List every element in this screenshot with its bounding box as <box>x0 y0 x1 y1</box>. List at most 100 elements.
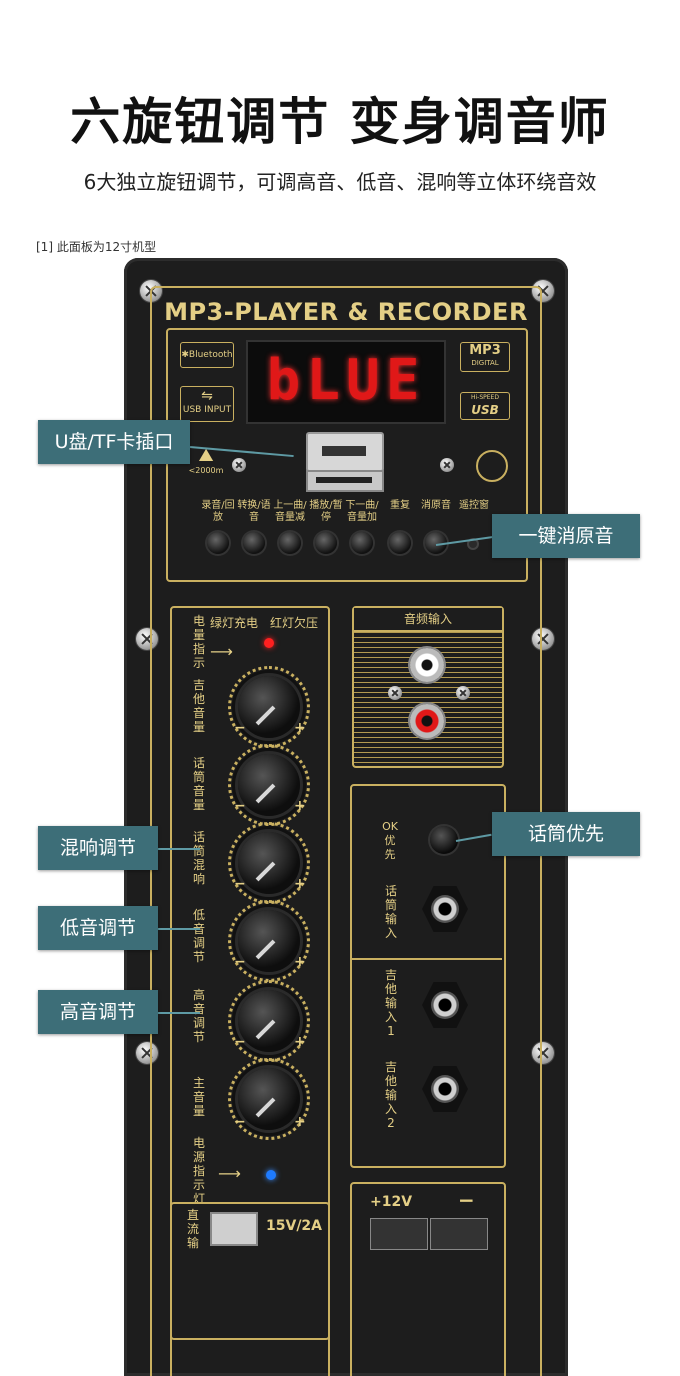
button-label-record: 录音/回放 <box>201 500 235 523</box>
screw-icon <box>456 686 470 700</box>
guitar-volume-knob[interactable] <box>238 676 300 738</box>
bass-knob[interactable] <box>238 910 300 972</box>
knob-scale <box>228 1058 310 1140</box>
dc-jack[interactable] <box>210 1212 258 1246</box>
mountain-icon: ⛰ <box>198 445 214 466</box>
mp3-logo: MP3 DIGITAL <box>460 342 510 372</box>
minus-sign: − <box>234 798 246 814</box>
mic-reverb-knob[interactable] <box>238 832 300 894</box>
altitude-text: <2000m <box>188 466 224 475</box>
rca-white-jack[interactable] <box>410 648 444 682</box>
ok-priority-label: OK优先 <box>382 820 398 861</box>
positive-terminal[interactable] <box>370 1218 428 1250</box>
guitar-input-1-label: 吉他输入1 <box>384 968 397 1038</box>
knob-label-bass: 低音调节 <box>192 908 205 964</box>
next-button[interactable] <box>351 532 373 554</box>
plus-12v-label: +12V <box>370 1194 413 1210</box>
button-label-next: 下一曲/音量加 <box>345 500 379 523</box>
knob-module <box>170 606 330 1340</box>
hispeed-usb-logo: Hi-SPEED USB <box>460 392 510 420</box>
screw-icon <box>388 686 402 700</box>
power-led <box>266 1170 276 1180</box>
bluetooth-logo: ✱Bluetooth <box>180 342 234 368</box>
divider <box>352 958 502 960</box>
screw-icon <box>440 458 454 472</box>
remote-window <box>469 540 477 548</box>
minus-sign: − <box>234 876 246 892</box>
plus-sign: + <box>294 876 306 892</box>
led-display: bLUE <box>246 340 446 424</box>
mode-button[interactable] <box>243 532 265 554</box>
tf-card-slot[interactable] <box>306 470 384 492</box>
screw-icon <box>532 628 554 650</box>
minus-sign: − <box>234 1034 246 1050</box>
arrow-right-icon: ⟶ <box>218 1164 241 1183</box>
screw-icon <box>136 628 158 650</box>
repeat-button[interactable] <box>389 532 411 554</box>
knob-label-mic-reverb: 话筒混响 <box>192 830 205 886</box>
minus-sign: − <box>234 954 246 970</box>
minus-terminal-label: − <box>458 1188 475 1212</box>
bluetooth-text: Bluetooth <box>188 350 233 360</box>
battery-terminal-module <box>350 1182 506 1376</box>
altitude-logo: ⛰ <2000m <box>180 446 232 480</box>
battery-led <box>264 638 274 648</box>
usb-icon: ⇋ <box>201 388 213 404</box>
usb-text: USB <box>471 403 499 417</box>
bluetooth-icon: ✱ <box>181 350 189 360</box>
display-text: bLUE <box>266 348 426 413</box>
negative-terminal[interactable] <box>430 1218 488 1250</box>
rca-red-jack[interactable] <box>410 704 444 738</box>
plus-sign: + <box>294 1034 306 1050</box>
arrow-right-icon: ⟶ <box>210 642 233 661</box>
callout-vocal-remove: 一键消原音 <box>492 514 640 558</box>
minus-sign: − <box>234 1114 246 1130</box>
callout-treble: 高音调节 <box>38 990 158 1034</box>
input-jack-module <box>350 784 506 1168</box>
dc-label: 直流输 <box>186 1208 199 1250</box>
play-pause-button[interactable] <box>315 532 337 554</box>
minus-sign: − <box>234 720 246 736</box>
guitar-input-2-label: 吉他输入2 <box>384 1060 397 1130</box>
audio-input-module: 音频输入 <box>352 606 504 768</box>
plus-sign: + <box>294 720 306 736</box>
battery-label: 电量指示 <box>192 614 205 670</box>
brand-text: MP3-PLAYER & RECORDER <box>164 298 528 326</box>
knob-label-treble: 高音调节 <box>192 988 205 1044</box>
mic-input-jack[interactable] <box>422 886 468 932</box>
callout-usb-tf: U盘/TF卡插口 <box>38 420 190 464</box>
treble-knob[interactable] <box>238 990 300 1052</box>
page-title: 六旋钮调节 变身调音师 <box>70 93 610 151</box>
screw-icon <box>136 1042 158 1064</box>
plus-sign: + <box>294 954 306 970</box>
record-button[interactable] <box>207 532 229 554</box>
callout-reverb: 混响调节 <box>38 826 158 870</box>
prev-button[interactable] <box>279 532 301 554</box>
mic-input-label: 话筒输入 <box>384 884 397 940</box>
master-volume-knob[interactable] <box>238 1068 300 1130</box>
button-label-mode: 转换/语音 <box>237 500 271 523</box>
button-label-vocal-remove: 消原音 <box>421 500 451 511</box>
knob-label-master-volume: 主音量 <box>192 1076 205 1118</box>
usb-input-logo: ⇋USB INPUT <box>180 386 234 422</box>
button-label-remote: 遥控窗 <box>459 500 489 511</box>
callout-mic-priority: 话筒优先 <box>492 812 640 856</box>
recycle-icon <box>476 450 508 482</box>
power-indicator-label: 电源指示灯 <box>192 1136 205 1206</box>
knob-label-mic-volume: 话筒音量 <box>192 756 205 812</box>
usb-port[interactable] <box>306 432 384 472</box>
screw-icon <box>232 458 246 472</box>
hispeed-text: Hi-SPEED <box>471 394 499 401</box>
button-label-play: 播放/暂停 <box>309 500 343 523</box>
page-subtitle: 6大独立旋钮调节，可调高音、低音、混响等立体环绕音效 <box>83 170 597 194</box>
button-label-prev: 上一曲/音量减 <box>273 500 307 523</box>
plus-sign: + <box>294 798 306 814</box>
usb-input-text: USB INPUT <box>182 405 232 415</box>
leader-line <box>150 1012 200 1014</box>
mic-priority-button[interactable] <box>430 826 458 854</box>
screw-icon <box>532 1042 554 1064</box>
red-low-label: 红灯欠压 <box>270 616 319 630</box>
guitar-input-1-jack[interactable] <box>422 982 468 1028</box>
green-charge-label: 绿灯充电 <box>210 616 259 630</box>
mic-volume-knob[interactable] <box>238 754 300 816</box>
